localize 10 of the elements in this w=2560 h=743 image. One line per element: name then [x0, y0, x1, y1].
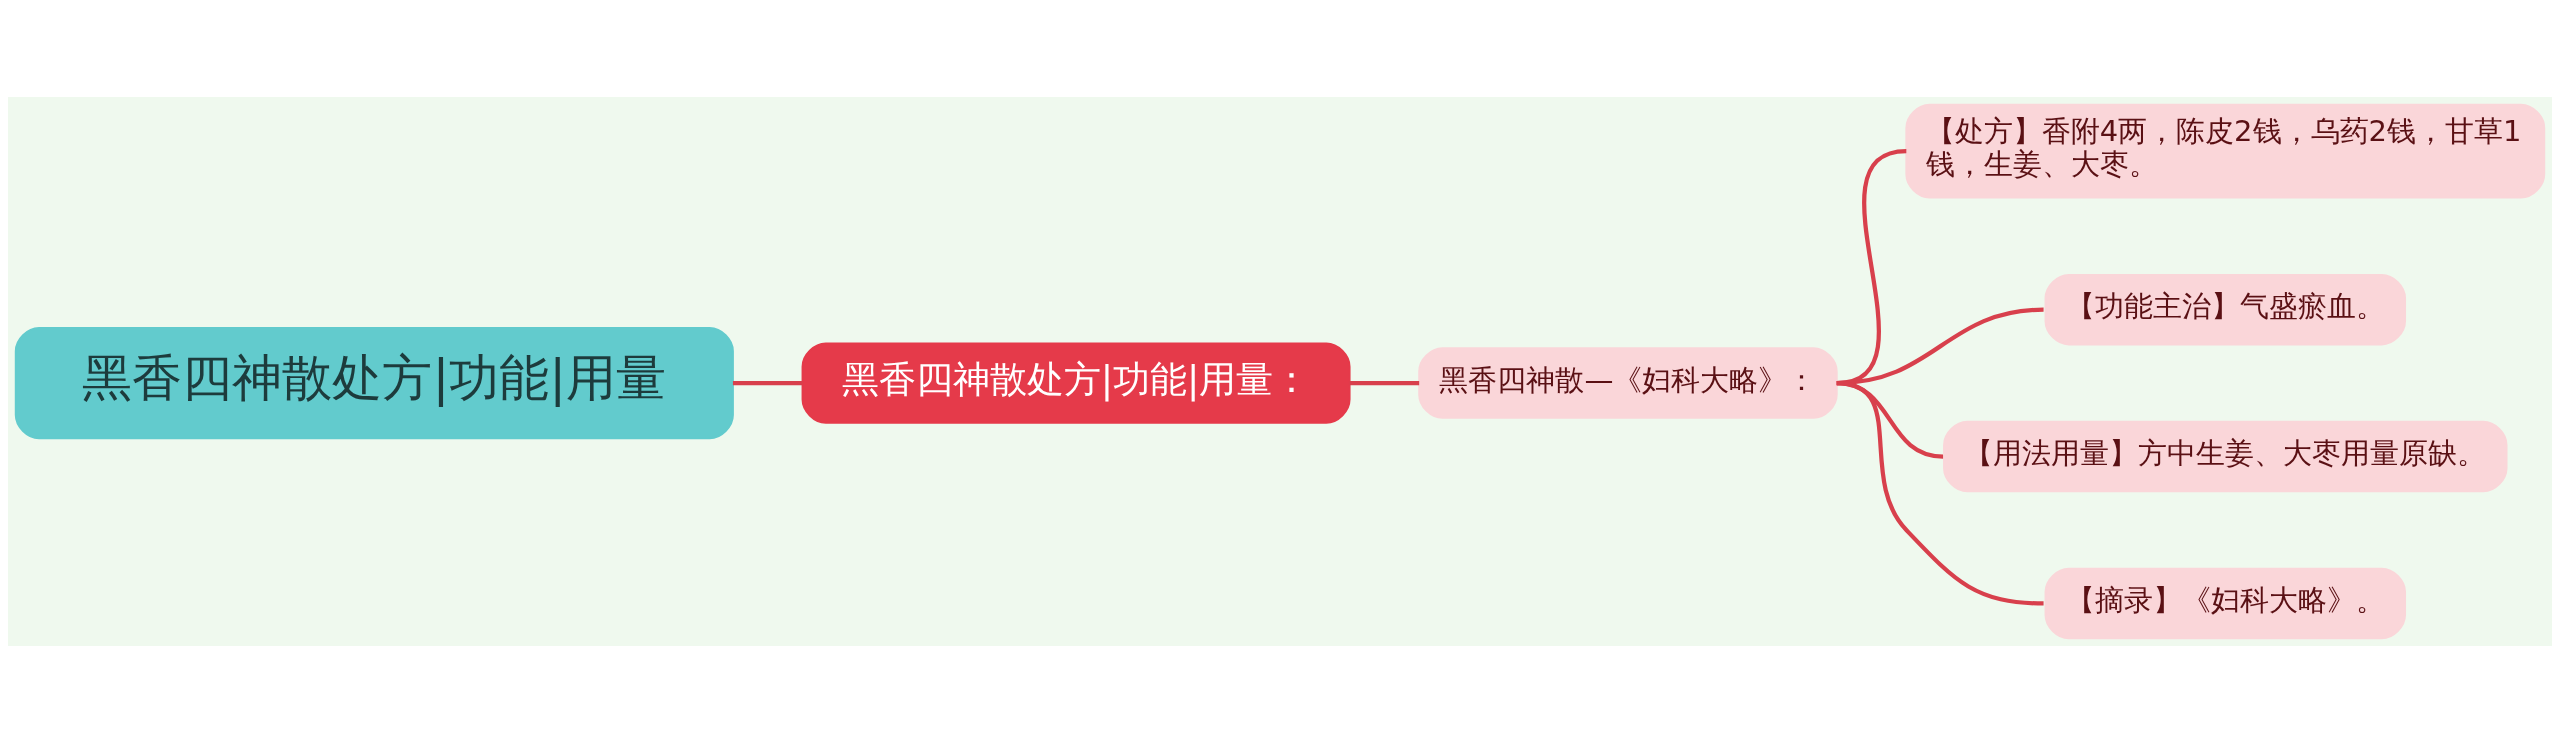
node-box: 【功能主治】气盛瘀血。 — [2044, 273, 2407, 346]
connector — [732, 380, 803, 386]
node-box: 黑香四神散处方|功能|用量： — [801, 342, 1351, 424]
node-box: 【处方】香附4两，陈皮2钱，乌药2钱，甘草1钱，生姜、大枣。 — [1905, 103, 2546, 199]
node-box: 【摘录】《妇科大略》。 — [2044, 567, 2407, 640]
connector — [1349, 380, 1420, 386]
connector — [1836, 381, 2044, 606]
node-box: 黑香四神散—《妇科大略》： — [1418, 347, 1838, 419]
node-box: 黑香四神散处方|功能|用量 — [14, 327, 734, 440]
node-box: 【用法用量】方中生姜、大枣用量原缺。 — [1943, 420, 2508, 493]
